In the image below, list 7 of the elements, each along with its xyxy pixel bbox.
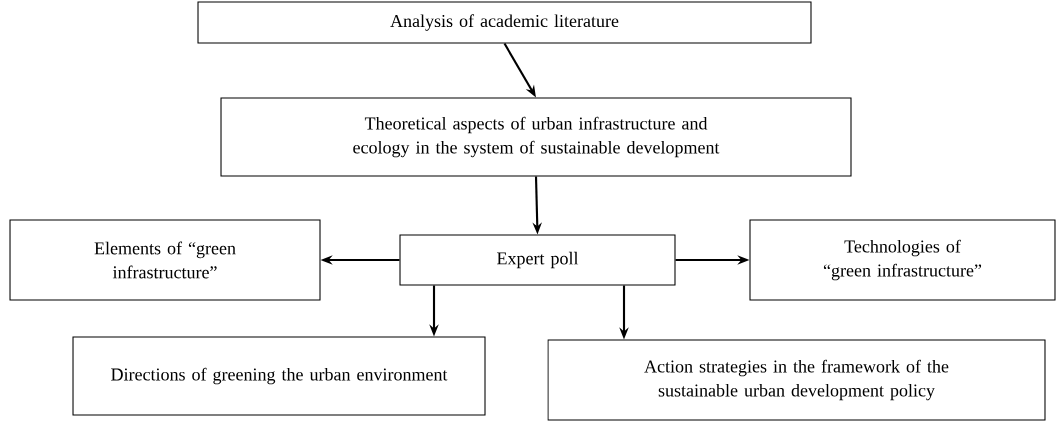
process-box: Directions of greening the urban environment [72,336,486,416]
process-box: Technologies of “green infrastructure” [749,219,1056,301]
process-box: Elements of “green infrastructure” [9,219,321,301]
process-box: Action strategies in the framework of the sustainable urban development policy [547,339,1046,421]
process-box: Expert poll [399,234,676,286]
process-box: Analysis of academic literature [197,1,812,44]
process-box: Theoretical aspects of urban infrastructure and ecology in the system of sustainable development [220,97,852,177]
